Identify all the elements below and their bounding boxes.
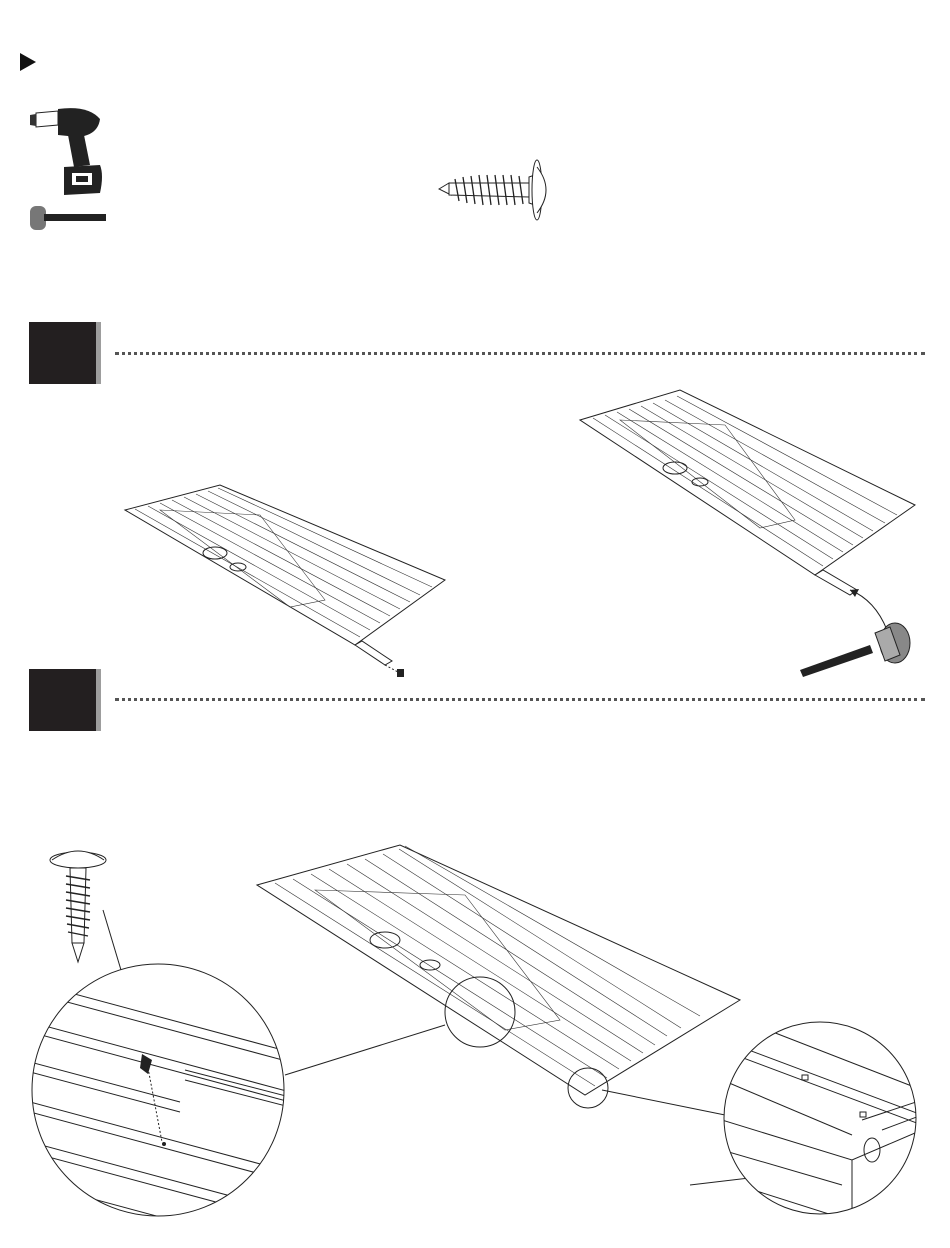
detail-magnifier-screw: [30, 962, 290, 1222]
detail-magnifier-end-channel: [722, 1020, 922, 1220]
floor-panel-main-illustration: [255, 840, 745, 1115]
